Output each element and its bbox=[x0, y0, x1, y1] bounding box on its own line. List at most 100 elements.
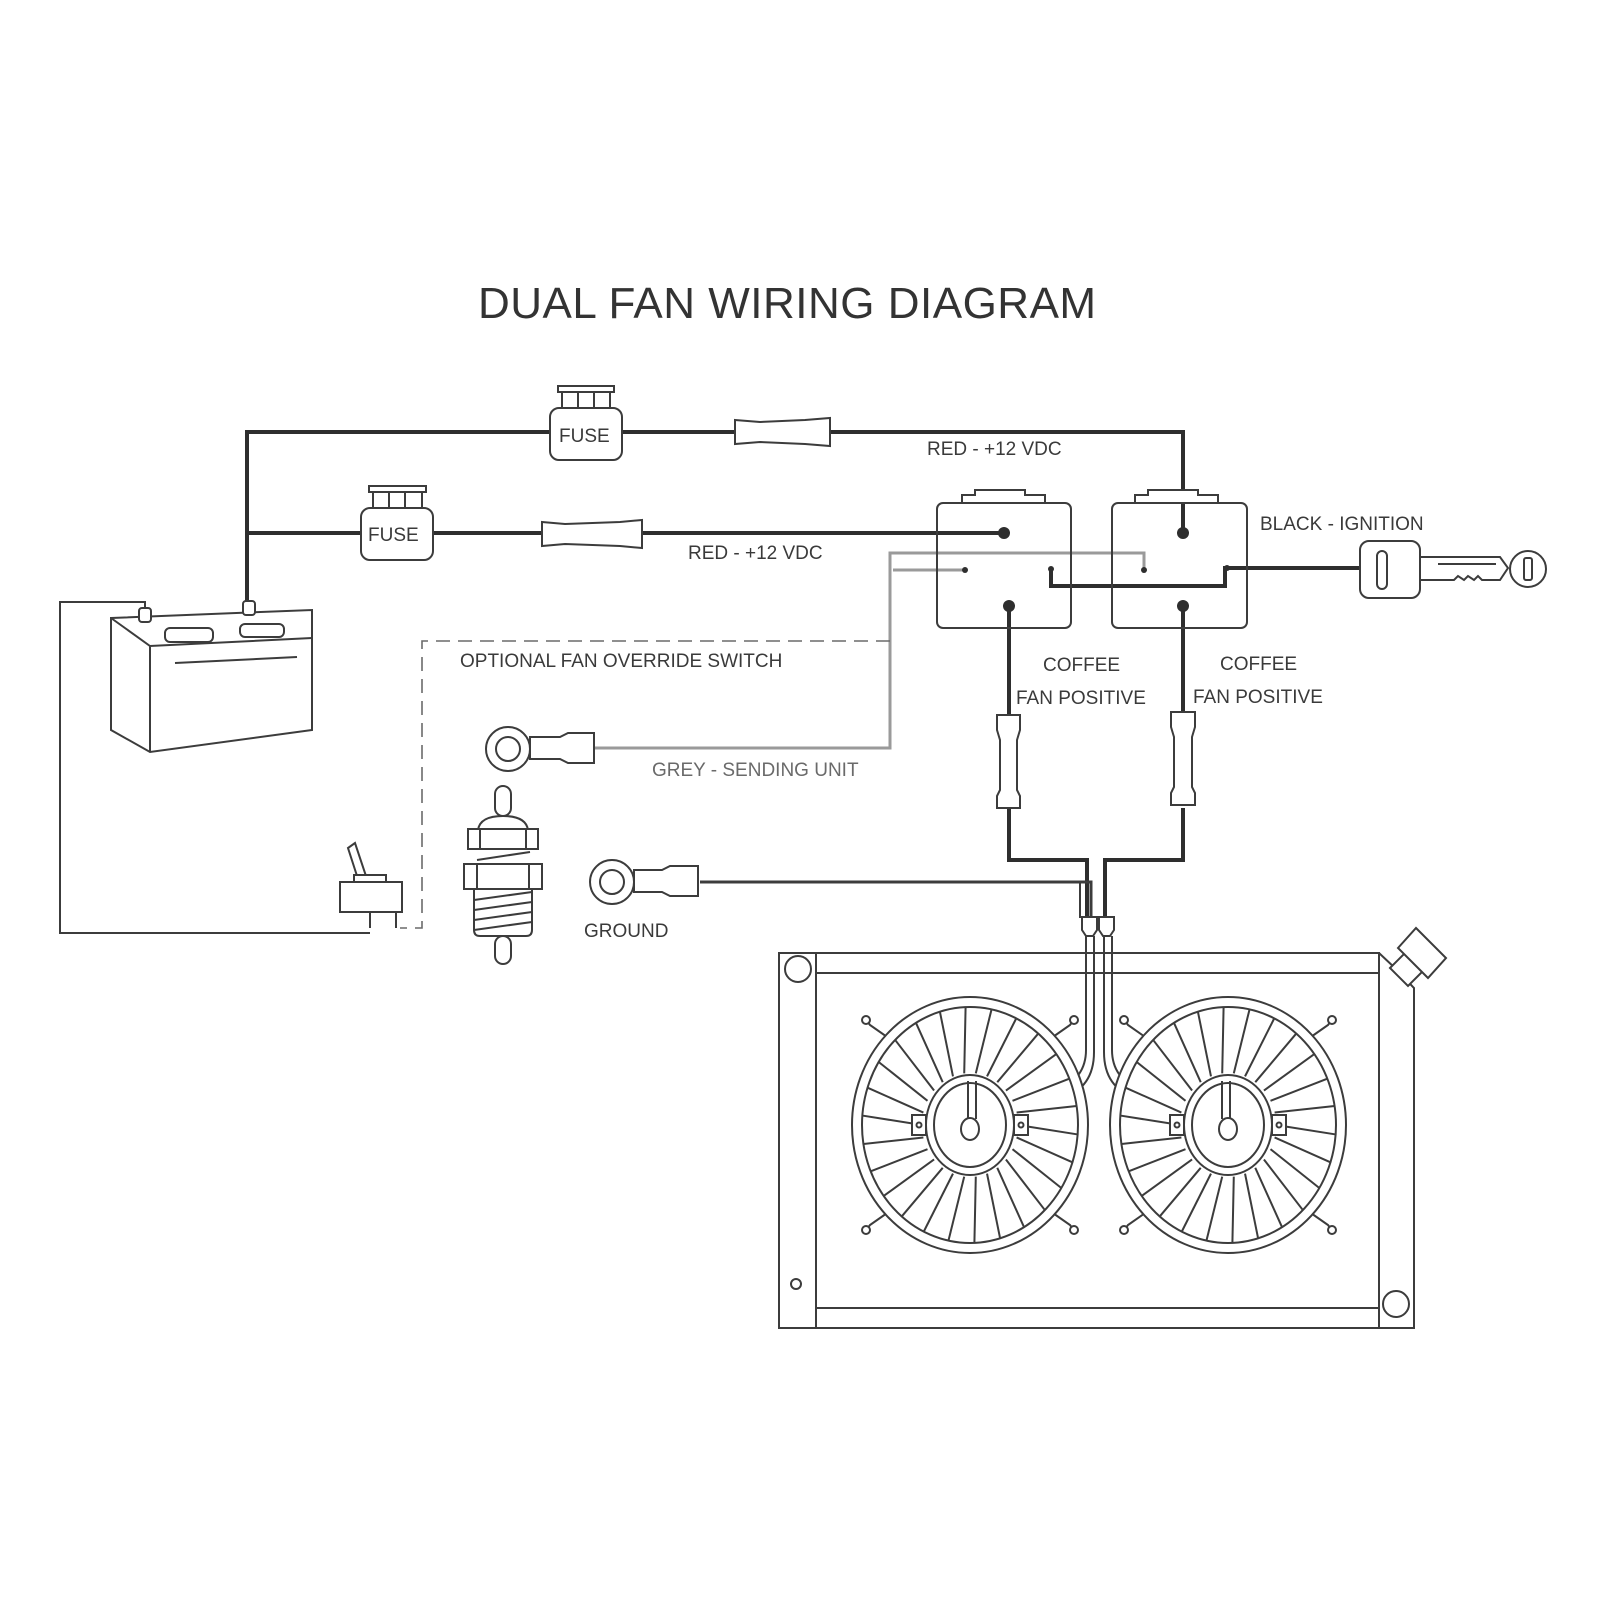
inline-connector-fan-left bbox=[996, 714, 1021, 809]
fan-blade bbox=[986, 1173, 1002, 1239]
fuse-label: FUSE bbox=[368, 525, 419, 546]
fan-blade bbox=[1221, 1007, 1225, 1074]
label-fan-positive-right-line2: FAN POSITIVE bbox=[1193, 687, 1323, 708]
label-black-ignition: BLACK - IGNITION bbox=[1260, 514, 1424, 535]
fan-blade bbox=[1269, 1148, 1320, 1189]
fan-blade bbox=[878, 1061, 929, 1102]
fan-blade bbox=[938, 1011, 954, 1077]
toggle-switch-icon bbox=[339, 841, 403, 928]
fan-bracket-screw bbox=[1173, 1121, 1181, 1129]
fan-shroud-inner bbox=[861, 1006, 1079, 1244]
wire-fan-positive-right-bottom bbox=[1103, 808, 1185, 918]
fuse-upper: FUSE bbox=[549, 385, 623, 461]
fan-mount-hole bbox=[1327, 1225, 1337, 1235]
fan-shroud-inner bbox=[1119, 1006, 1337, 1244]
relay-terminal-85 bbox=[1141, 567, 1147, 573]
fan-blade bbox=[1180, 1173, 1212, 1233]
ring-terminal-ground bbox=[589, 859, 699, 905]
fan-blade bbox=[1274, 1136, 1331, 1164]
fan-blade bbox=[1270, 1077, 1328, 1102]
fan-blade bbox=[1125, 1086, 1182, 1114]
battery-icon bbox=[110, 600, 313, 754]
relay-right bbox=[1111, 489, 1248, 629]
fan-bracket-screw bbox=[1017, 1121, 1025, 1129]
fan-blade bbox=[1128, 1148, 1186, 1173]
inline-connector-lower bbox=[541, 518, 643, 550]
harness-connectors bbox=[1081, 916, 1115, 937]
fan-blade bbox=[1231, 1176, 1235, 1243]
fan-motor-hub-inner bbox=[933, 1082, 1007, 1168]
fan-blade bbox=[863, 1136, 924, 1145]
fan-blade bbox=[1254, 1167, 1283, 1228]
fan-wire-lead bbox=[1221, 1081, 1231, 1119]
wire-ground bbox=[700, 880, 1093, 918]
fan-icon bbox=[1109, 996, 1347, 1254]
wire-grey-sending-unit bbox=[592, 551, 1146, 750]
key-icon bbox=[1359, 540, 1547, 599]
fan-blade bbox=[1196, 1011, 1212, 1077]
fan-blade bbox=[1254, 1032, 1298, 1083]
fan-motor-hub-inner bbox=[1191, 1082, 1265, 1168]
fan-blade bbox=[867, 1086, 924, 1114]
fan-blade bbox=[1016, 1105, 1077, 1114]
fan-mount-hole bbox=[1327, 1015, 1337, 1025]
fan-bracket-screw bbox=[915, 1121, 923, 1129]
fan-blade bbox=[1012, 1077, 1070, 1102]
fan-blade bbox=[870, 1148, 928, 1173]
fan-blade bbox=[947, 1176, 966, 1241]
ring-terminal-sending-unit bbox=[485, 726, 595, 772]
fan-blade bbox=[1205, 1176, 1224, 1241]
fan-blade bbox=[1263, 1158, 1304, 1211]
fan-bracket-screw bbox=[1275, 1121, 1283, 1129]
fan-blade bbox=[963, 1007, 967, 1074]
fan-motor-bracket bbox=[1271, 1114, 1287, 1136]
fan-blade bbox=[986, 1017, 1018, 1077]
fan-blade bbox=[1158, 1167, 1202, 1218]
radiator-icon bbox=[778, 926, 1448, 1329]
relay-terminal-30 bbox=[1048, 566, 1054, 572]
fan-mount-hole bbox=[1119, 1015, 1129, 1025]
fan-blade bbox=[1005, 1053, 1057, 1092]
fan-mount-hole bbox=[1069, 1015, 1079, 1025]
fan-mount-hole bbox=[861, 1225, 871, 1235]
fan-blade bbox=[1136, 1061, 1187, 1102]
fan-icon bbox=[851, 996, 1089, 1254]
fan-motor-center bbox=[1218, 1117, 1238, 1141]
fan-blade bbox=[1121, 1136, 1182, 1145]
label-fan-positive-left-line1: COFFEE bbox=[1043, 655, 1120, 676]
fan-blade bbox=[1005, 1158, 1046, 1211]
fan-blade bbox=[1263, 1053, 1315, 1092]
wire-black-ignition bbox=[1049, 566, 1362, 588]
fan-blade bbox=[883, 1158, 935, 1197]
fan-blade bbox=[1016, 1136, 1073, 1164]
inline-connector-fan-right bbox=[1170, 711, 1196, 806]
wire-battery-positive-main bbox=[245, 430, 550, 612]
radiator-cap bbox=[1388, 926, 1448, 988]
fan-blade bbox=[1244, 1173, 1260, 1239]
label-red-upper: RED - +12 VDC bbox=[927, 439, 1062, 460]
fan-blade bbox=[973, 1176, 977, 1243]
label-red-lower: RED - +12 VDC bbox=[688, 543, 823, 564]
relay-terminal-86 bbox=[998, 527, 1010, 539]
fan-blade bbox=[1152, 1039, 1193, 1092]
label-optional-override: OPTIONAL FAN OVERRIDE SWITCH bbox=[460, 651, 782, 672]
fan-blade bbox=[1232, 1009, 1251, 1074]
fuse-lower: FUSE bbox=[360, 485, 434, 561]
fan-blade bbox=[915, 1022, 944, 1083]
fan-mount-hole bbox=[861, 1015, 871, 1025]
wire-optional-override bbox=[400, 640, 890, 929]
relay-terminal-30 bbox=[1224, 565, 1230, 571]
fan-blade bbox=[996, 1167, 1025, 1228]
relay-terminal-87 bbox=[1003, 600, 1015, 612]
fan-blade bbox=[1173, 1022, 1202, 1083]
fan-motor-bracket bbox=[1013, 1114, 1029, 1136]
label-fan-positive-left-line2: FAN POSITIVE bbox=[1016, 688, 1146, 709]
relay-terminal-85 bbox=[962, 567, 968, 573]
fan-mount-hole bbox=[1069, 1225, 1079, 1235]
fan-blade bbox=[894, 1039, 935, 1092]
diagram-title: DUAL FAN WIRING DIAGRAM bbox=[478, 279, 1097, 328]
fan-blade bbox=[900, 1167, 944, 1218]
fan-blade bbox=[996, 1032, 1040, 1083]
wire-fan-positive-left-bottom bbox=[1007, 808, 1089, 918]
